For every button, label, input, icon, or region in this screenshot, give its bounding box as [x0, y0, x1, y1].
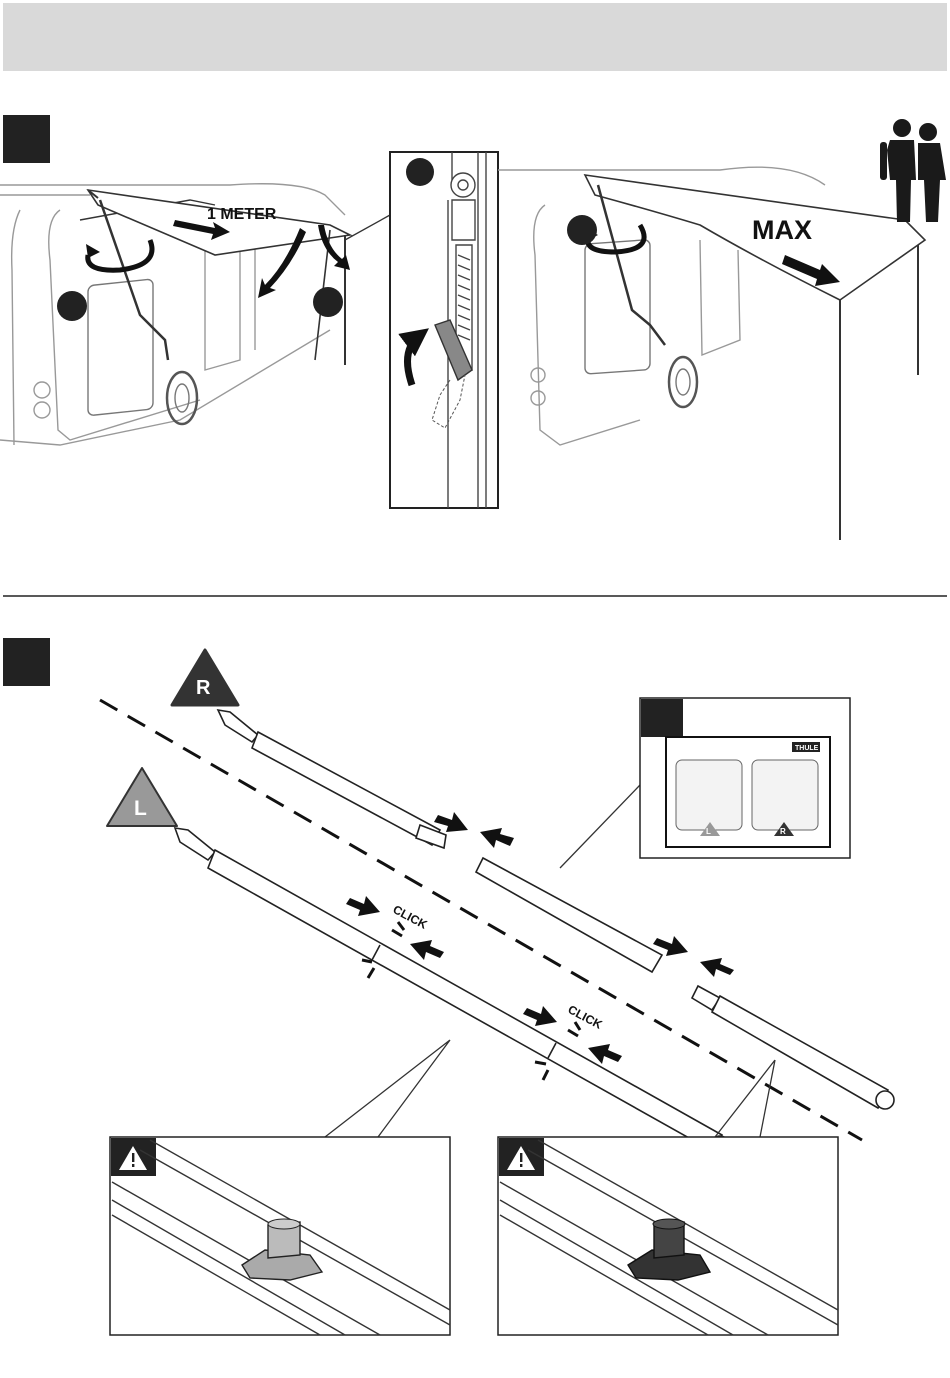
- callout-dot: [57, 291, 87, 321]
- click-label: CLICK: [566, 1002, 605, 1032]
- callout-dot: [567, 215, 597, 245]
- callout-dot: [406, 158, 434, 186]
- warning-inset-left: [110, 1040, 450, 1335]
- distance-label: 1 METER: [207, 206, 277, 223]
- step-2-marker: [3, 638, 50, 686]
- right-rail-section: [218, 710, 446, 848]
- header-band: [3, 3, 947, 71]
- sticker-inset: THULE L R: [560, 698, 850, 868]
- step-1-marker: [3, 115, 50, 163]
- svg-text:L: L: [134, 797, 147, 820]
- svg-text:R: R: [196, 677, 211, 699]
- sticker-logo: THULE: [795, 745, 819, 752]
- lever-detail-inset: [345, 152, 498, 508]
- left-side-badge: L: [107, 768, 177, 826]
- callout-dot: [313, 287, 343, 317]
- svg-text:L: L: [706, 827, 711, 836]
- left-rail-assembled: [175, 828, 729, 1154]
- warning-inset-right: [498, 1060, 838, 1335]
- people-icon: [880, 119, 946, 222]
- extent-label: MAX: [752, 215, 812, 245]
- right-side-badge: R: [172, 650, 238, 705]
- right-rail-end: [692, 986, 894, 1109]
- svg-text:R: R: [780, 827, 786, 836]
- click-label: CLICK: [391, 902, 430, 932]
- right-motorhome-scene: [498, 167, 925, 540]
- right-rail-middle: [476, 858, 662, 972]
